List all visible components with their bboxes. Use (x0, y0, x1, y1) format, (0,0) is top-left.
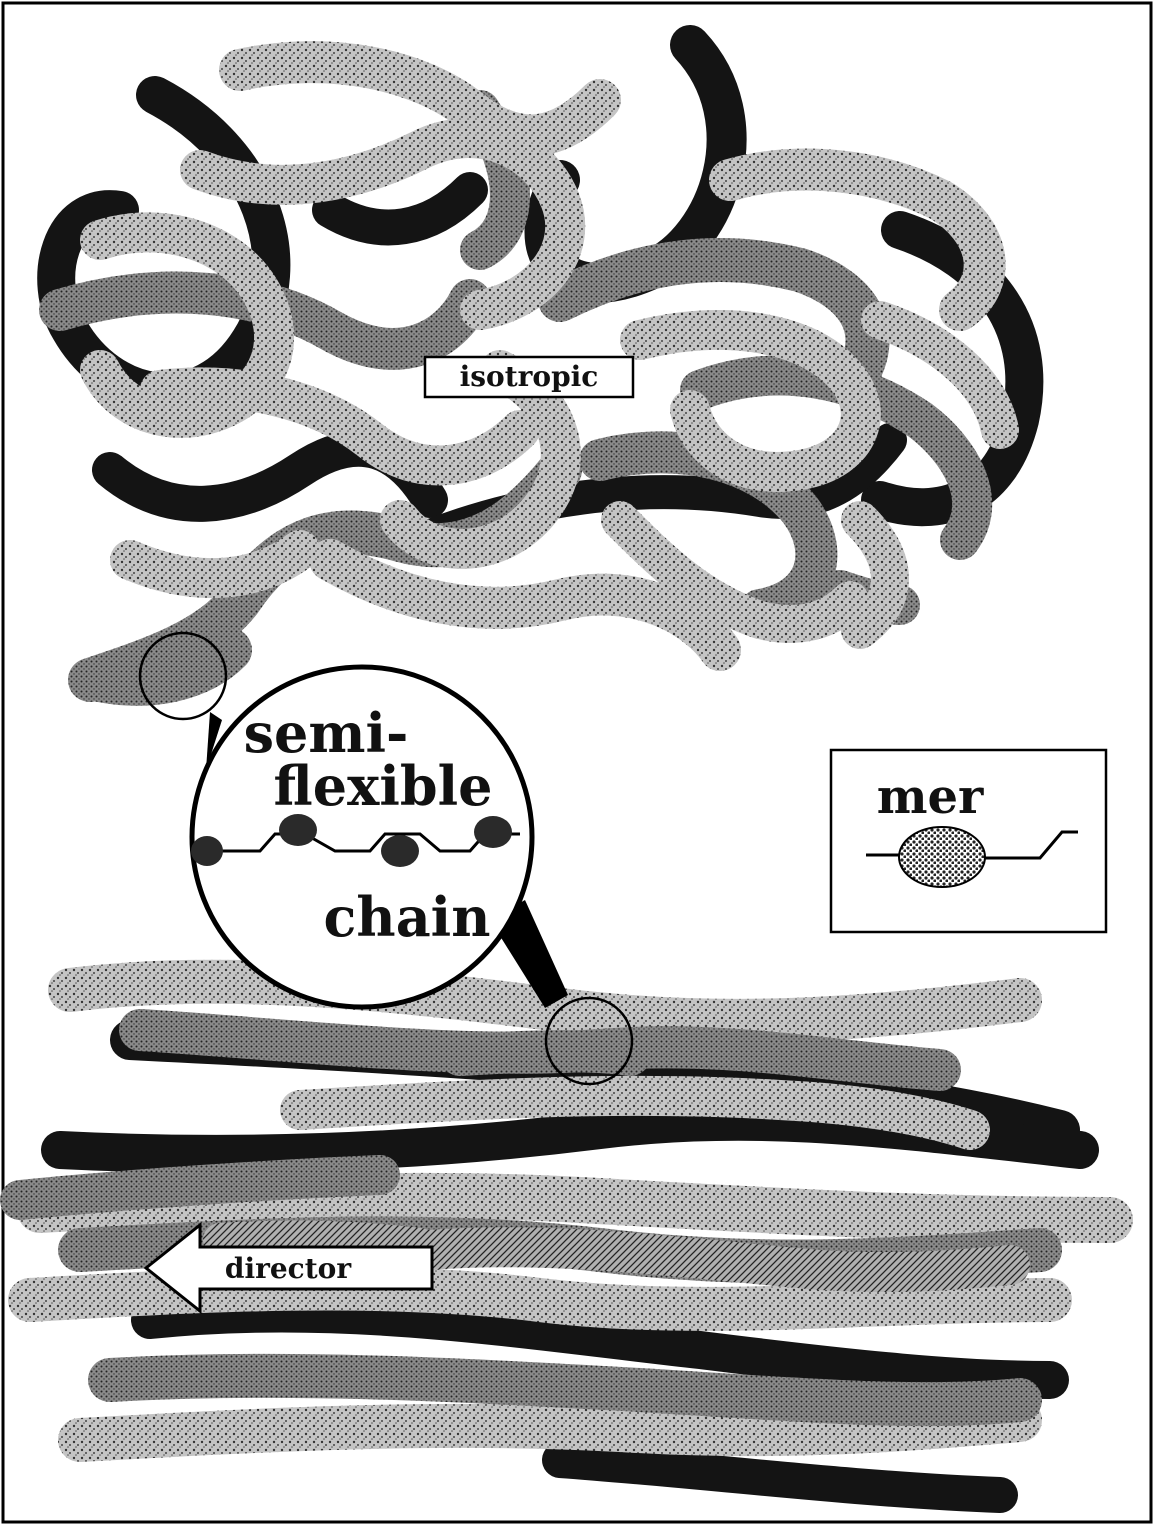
chain-bead (191, 836, 223, 866)
chain-bead (381, 835, 419, 867)
callout-text-line2: flexible (274, 754, 493, 818)
polymer-chain-hatched (220, 1238, 420, 1245)
callout-text-line3: chain (324, 885, 491, 949)
polymer-chain-mid (460, 1051, 630, 1055)
isotropic-label: isotropic (425, 357, 633, 397)
chain-bead (474, 816, 512, 848)
director-label-text: director (225, 1252, 352, 1285)
mer-legend-title: mer (877, 769, 984, 825)
chain-bead (279, 814, 317, 846)
isotropic-label-text: isotropic (460, 360, 599, 393)
polymer-chain-mid (20, 1175, 380, 1200)
mer-legend: mer (831, 750, 1106, 932)
